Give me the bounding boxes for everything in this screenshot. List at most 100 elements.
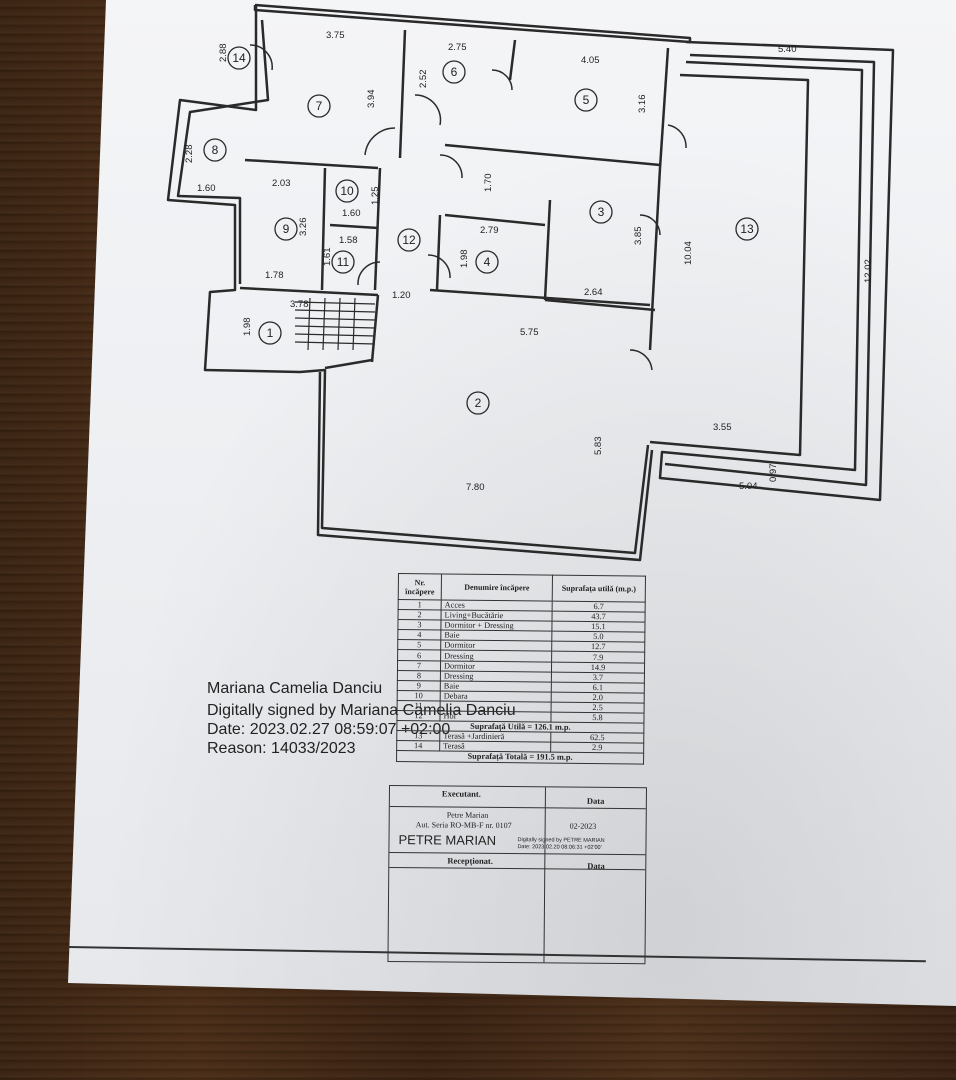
room-no-cell: 8 [397,670,441,681]
col-header-area: Suprafața utilă (m.p.) [552,575,646,603]
room-no-cell: 2 [398,609,442,621]
dimension-label: 5.75 [520,327,539,338]
door-swings [249,44,687,371]
room-name-cell: Terasă [439,741,551,753]
room-no-cell: 3 [397,619,442,631]
dimension-label: 3.78 [290,299,309,310]
room-name-cell: Acces [441,599,553,612]
room-number-1: 1 [267,326,274,340]
room-no-cell: 12 [396,710,441,722]
partition [508,39,517,81]
dimension-label: 2.52 [418,70,429,89]
room-name-cell: Dressing [440,650,552,662]
dimension-label: 2.79 [480,225,499,236]
col-header-no: Nr. încăpere [398,573,442,600]
room-number-4: 4 [484,255,491,269]
room-name-cell: Dormitor [440,640,552,652]
grand-total-cell: Suprafață Totală = 191.5 m.p. [396,750,644,764]
stairs [294,297,376,351]
dimension-label: 7.80 [466,482,485,493]
room-number-8: 8 [212,143,219,157]
room-number-12: 12 [402,233,416,247]
terrace-wall [664,53,876,487]
dimension-label: 3.85 [633,227,644,246]
room-no-cell: 9 [397,680,441,691]
room-number-11: 11 [337,255,350,269]
room-no-cell: 1 [398,599,442,611]
partition [658,47,670,169]
exec-date-label: Data [586,795,605,806]
dimension-label: 4.05 [581,55,600,66]
signature-name: Mariana Camelia Danciu [207,680,383,697]
partition [444,213,546,227]
room-name-cell: Living+Bucătărie [441,610,553,622]
dimension-label: 1.60 [197,183,216,194]
rooms-area-table: Nr. încăpere Denumire încăpere Suprafața… [396,573,646,764]
room-number-6: 6 [451,65,458,79]
room-number-2: 2 [475,396,482,410]
digital-signature-block: Mariana Camelia Danciu Digitally signed … [207,679,516,758]
dimension-label: 1.98 [242,318,253,337]
dimension-label: 1.60 [342,208,361,219]
room-numbers: 14 7 6 5 8 10 9 11 12 4 3 13 1 2 [212,51,754,410]
partition [648,167,662,351]
partition [444,143,661,167]
executant-label: Executant. [441,788,481,799]
partition [244,158,379,170]
partition [429,288,651,307]
executant-date: 02-2023 [569,821,597,831]
receptionat-label: Recepționat. [447,855,493,866]
dimension-label: 1.58 [339,235,358,246]
dimension-label: 1.25 [370,187,381,206]
terrace-inner [649,73,810,457]
column-divider [543,787,546,963]
executant-signature-name: PETRE MARIAN [398,832,497,848]
wall [316,371,654,562]
signature-line-2: Date: 2023.02.27 08:59:07 +02:00 [207,721,451,738]
terrace-wall [658,40,895,502]
dimension-label: 5.40 [778,44,797,55]
room-name-cell: Dressing [440,670,552,682]
room-number-13: 13 [740,222,754,236]
dimension-label: 2.75 [448,42,467,53]
executant-header-row: Executant. Data [389,786,646,810]
dimension-label: 3.16 [637,95,648,114]
dimension-label: 1.61 [322,248,333,267]
room-no-cell: 5 [397,639,441,651]
room-name-cell: Baie [440,630,552,642]
dimension-label: 2.88 [218,44,229,63]
partition [329,223,379,230]
room-number-7: 7 [316,99,323,113]
executant-receptionat-box: Executant. Data Petre Marian Aut. Seria … [387,785,647,965]
dimension-label: 0.97 [768,464,779,483]
room-name-cell: Dormitor [440,660,552,672]
grand-total-row: Suprafață Totală = 191.5 m.p. [396,750,644,764]
partition [398,29,407,159]
partition [320,167,327,291]
room-no-cell: 10 [397,690,441,701]
room-number-3: 3 [598,205,605,219]
dimension-label: 3.55 [713,422,732,433]
room-no-cell: 11 [397,700,441,711]
partition [324,358,373,370]
wall [176,19,270,284]
dimension-label: 1.20 [392,290,411,301]
dimension-label: 3.94 [366,90,377,109]
floor-plan-paper [68,0,956,1006]
room-no-cell: 13 [396,730,440,742]
wall [253,3,692,44]
dimension-label: 2.28 [184,145,195,164]
dimension-label: 2.03 [272,178,291,189]
dimension-label: 1.70 [483,174,494,193]
col-header-name: Denumire încăpere [441,573,553,602]
partition [370,294,380,363]
partition [435,214,442,291]
room-no-cell: 6 [397,649,441,661]
executant-name: Petre Marian [446,810,489,820]
executant-authorization: Aut. Seria RO-MB-F nr. 0107 [415,820,512,831]
executant-signature-line-2: Date: 2023.02.20 08:06:31 +02'00' [517,844,602,851]
dimension-label: 1.98 [459,250,470,269]
recept-date-label: Data [587,860,605,871]
room-no-cell: 7 [397,660,441,671]
